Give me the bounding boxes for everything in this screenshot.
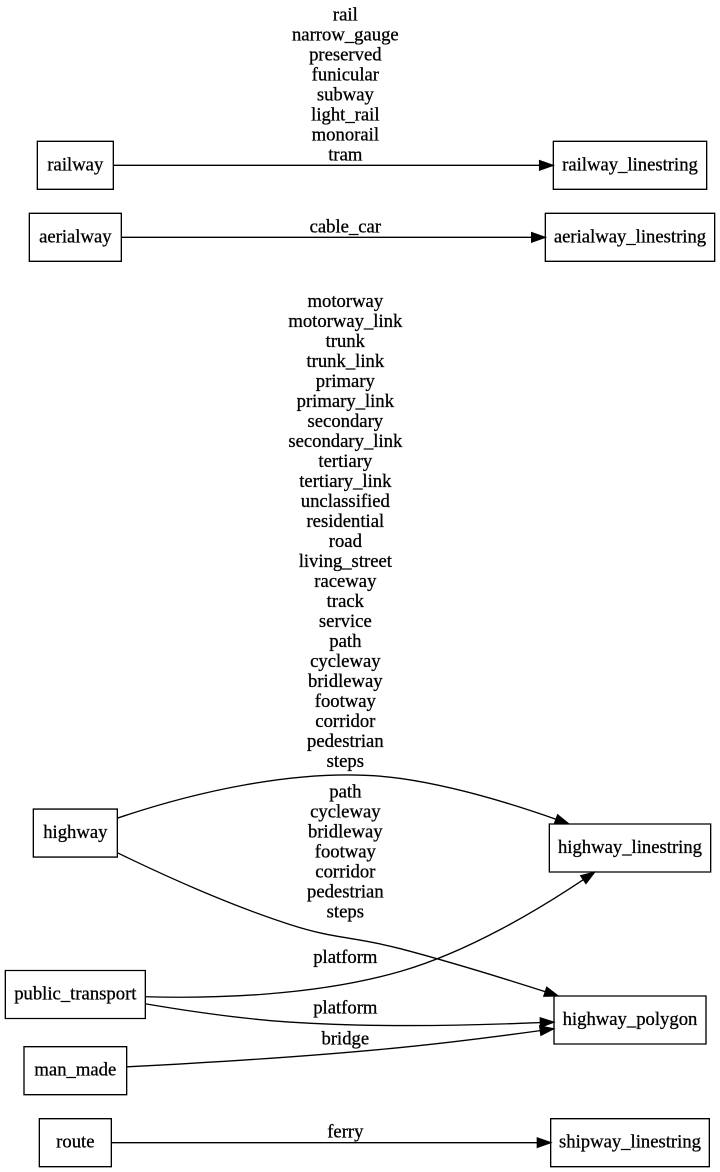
- svg-text:highway_linestring: highway_linestring: [558, 837, 702, 858]
- svg-text:tram: tram: [328, 144, 363, 165]
- svg-text:corridor: corridor: [315, 711, 376, 732]
- svg-text:preserved: preserved: [309, 44, 382, 65]
- svg-text:rail: rail: [333, 4, 358, 25]
- svg-text:footway: footway: [315, 691, 377, 712]
- svg-text:tertiary: tertiary: [318, 451, 373, 472]
- svg-text:pedestrian: pedestrian: [307, 882, 384, 903]
- svg-text:track: track: [327, 591, 365, 612]
- svg-text:aerialway: aerialway: [39, 226, 112, 247]
- svg-text:highway_polygon: highway_polygon: [563, 1009, 698, 1030]
- svg-text:raceway: raceway: [314, 571, 377, 592]
- svg-text:path: path: [329, 782, 362, 803]
- svg-text:steps: steps: [327, 902, 364, 923]
- svg-text:primary: primary: [316, 371, 376, 392]
- svg-text:path: path: [329, 631, 362, 652]
- svg-text:bridleway: bridleway: [308, 671, 383, 692]
- svg-text:railway: railway: [47, 154, 104, 175]
- svg-text:trunk: trunk: [326, 331, 366, 352]
- svg-text:route: route: [56, 1132, 94, 1153]
- svg-text:secondary_link: secondary_link: [288, 431, 403, 452]
- svg-text:bridleway: bridleway: [308, 822, 383, 843]
- svg-text:railway_linestring: railway_linestring: [562, 154, 698, 175]
- svg-text:platform: platform: [313, 947, 378, 968]
- svg-text:highway: highway: [43, 822, 108, 843]
- svg-text:narrow_gauge: narrow_gauge: [292, 24, 399, 45]
- svg-text:footway: footway: [315, 842, 377, 863]
- svg-text:pedestrian: pedestrian: [307, 731, 384, 752]
- svg-text:unclassified: unclassified: [301, 491, 391, 512]
- svg-text:service: service: [319, 611, 372, 632]
- svg-text:ferry: ferry: [327, 1122, 364, 1143]
- svg-text:shipway_linestring: shipway_linestring: [559, 1132, 701, 1153]
- svg-text:monorail: monorail: [312, 124, 379, 145]
- svg-text:trunk_link: trunk_link: [306, 351, 384, 372]
- svg-text:bridge: bridge: [321, 1028, 369, 1049]
- svg-text:living_street: living_street: [299, 551, 393, 572]
- svg-text:funicular: funicular: [312, 64, 380, 85]
- svg-text:corridor: corridor: [315, 862, 376, 883]
- svg-text:residential: residential: [306, 511, 384, 532]
- svg-text:platform: platform: [313, 998, 378, 1019]
- svg-text:motorway: motorway: [308, 291, 384, 312]
- svg-text:subway: subway: [317, 84, 375, 105]
- svg-text:cycleway: cycleway: [310, 651, 381, 672]
- svg-text:light_rail: light_rail: [311, 104, 379, 125]
- svg-text:road: road: [329, 531, 363, 552]
- svg-text:cycleway: cycleway: [310, 802, 381, 823]
- svg-text:tertiary_link: tertiary_link: [299, 471, 392, 492]
- svg-text:motorway_link: motorway_link: [288, 311, 403, 332]
- svg-text:steps: steps: [327, 751, 364, 772]
- svg-text:cable_car: cable_car: [310, 216, 382, 237]
- svg-text:man_made: man_made: [34, 1060, 116, 1081]
- svg-text:primary_link: primary_link: [297, 391, 395, 412]
- svg-text:secondary: secondary: [308, 411, 384, 432]
- svg-text:public_transport: public_transport: [14, 983, 137, 1004]
- svg-text:aerialway_linestring: aerialway_linestring: [554, 226, 706, 247]
